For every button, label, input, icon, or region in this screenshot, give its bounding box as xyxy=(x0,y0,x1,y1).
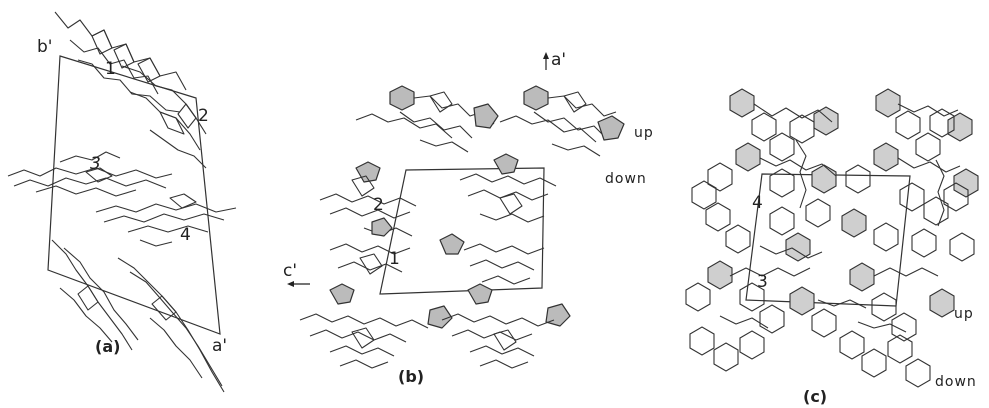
axis-arrowhead-a-prime xyxy=(543,52,549,59)
molecule-bonds-c xyxy=(719,103,961,333)
shaded-rings-c xyxy=(707,88,979,318)
molecule-bottom-left-b xyxy=(299,283,453,369)
unit-cell-b xyxy=(379,167,545,295)
panel-caption-a: (a) xyxy=(95,337,120,356)
layer-label-up-b: up xyxy=(634,125,654,141)
molecule-number-3-c: 3 xyxy=(757,272,768,292)
panel-a: b' 1 2 3 4 a' (a) xyxy=(7,11,237,393)
molecule-number-2: 2 xyxy=(198,106,209,126)
unit-cell-a xyxy=(47,55,221,335)
molecule-number-2-b: 2 xyxy=(373,195,384,215)
molecule-lower-right-a xyxy=(117,257,225,393)
layer-label-down-c: down xyxy=(935,374,977,390)
panel-c: 4 3 up down (c) xyxy=(685,88,979,406)
molecule-number-4: 4 xyxy=(180,225,191,245)
molecule-1-a xyxy=(54,11,187,113)
axis-label-a-prime: a' xyxy=(212,336,227,356)
molecule-bottom-right-b xyxy=(441,283,571,369)
molecule-lower-left-a xyxy=(51,239,139,351)
molecule-top-right-b xyxy=(499,85,625,157)
molecule-4-a xyxy=(95,193,237,247)
panel-b: a' c' up down 2 1 (b) xyxy=(283,50,654,386)
axis-label-a-prime-b: a' xyxy=(551,50,566,70)
molecule-number-4-c: 4 xyxy=(752,193,763,213)
molecule-top-left-b xyxy=(355,85,499,153)
molecule-number-3: 3 xyxy=(90,154,101,174)
layer-label-up-c: up xyxy=(954,306,974,322)
molecule-mid-right-b xyxy=(439,153,557,285)
axis-arrowhead-c-prime xyxy=(287,281,294,287)
molecule-3-a xyxy=(7,151,173,197)
unit-cell-c xyxy=(745,173,911,307)
molecule-2-a xyxy=(121,65,207,169)
panel-caption-c: (c) xyxy=(803,387,827,406)
panel-caption-b: (b) xyxy=(398,367,424,386)
molecule-number-1: 1 xyxy=(105,59,116,79)
layer-label-down-b: down xyxy=(605,171,647,187)
axis-label-c-prime: c' xyxy=(283,261,297,281)
molecule-mid-left-b xyxy=(319,161,417,275)
outline-rings-c xyxy=(685,108,975,388)
molecule-number-1-b: 1 xyxy=(389,249,400,269)
axis-label-b-prime: b' xyxy=(37,37,52,57)
